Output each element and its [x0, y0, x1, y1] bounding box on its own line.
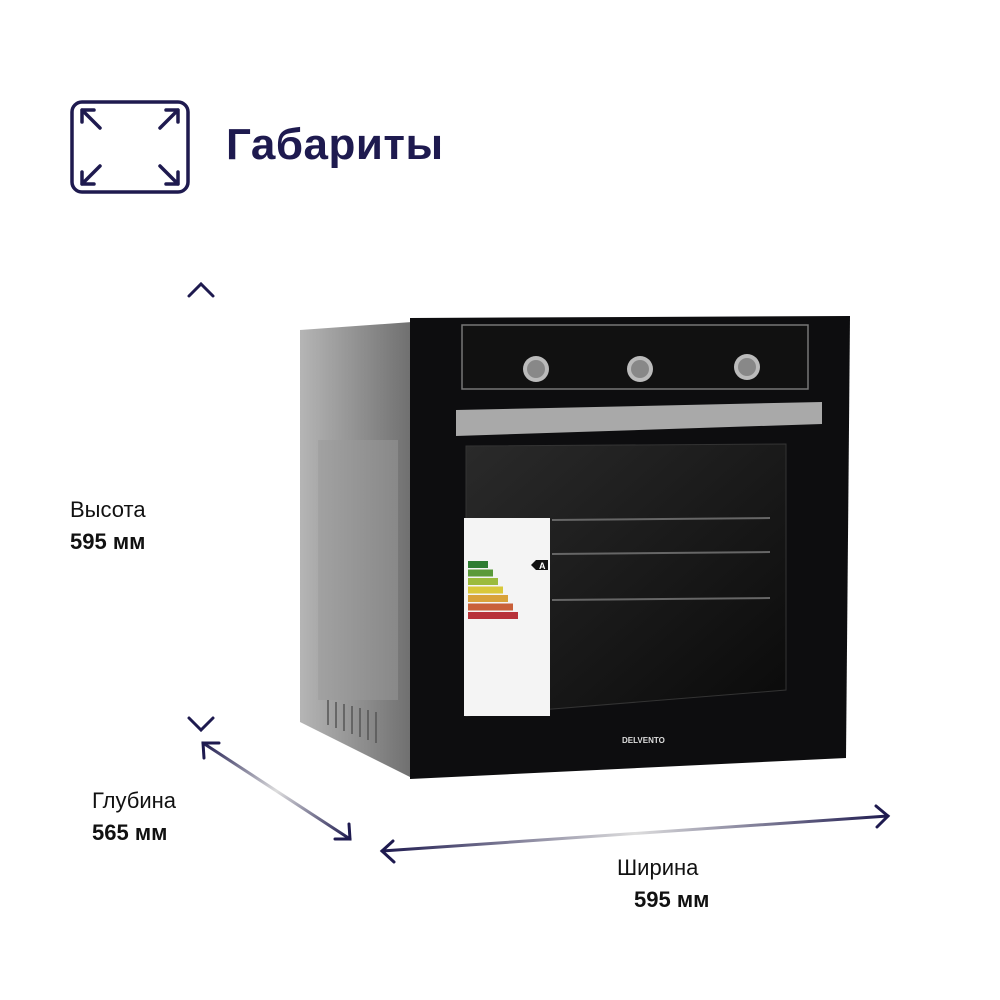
knob[interactable] — [627, 356, 653, 382]
brand-logo: DELVENTO — [622, 736, 665, 745]
knob[interactable] — [523, 356, 549, 382]
energy-bar-F — [468, 603, 513, 611]
depth-arrow — [201, 741, 352, 841]
expand-arrows-icon — [70, 100, 190, 194]
energy-bar-C — [468, 578, 498, 585]
page-title: Габариты — [226, 120, 444, 169]
energy-bar-D — [468, 586, 503, 594]
energy-bar-A — [468, 561, 488, 568]
energy-bar-G — [468, 612, 518, 619]
energy-bar-B — [468, 569, 493, 577]
height-arrow — [187, 281, 215, 733]
energy-label: A — [464, 518, 550, 716]
door-handle — [456, 402, 822, 436]
knob[interactable] — [734, 354, 760, 380]
energy-class: A — [539, 561, 546, 571]
energy-bar-E — [468, 595, 508, 602]
width-arrow — [379, 804, 891, 864]
